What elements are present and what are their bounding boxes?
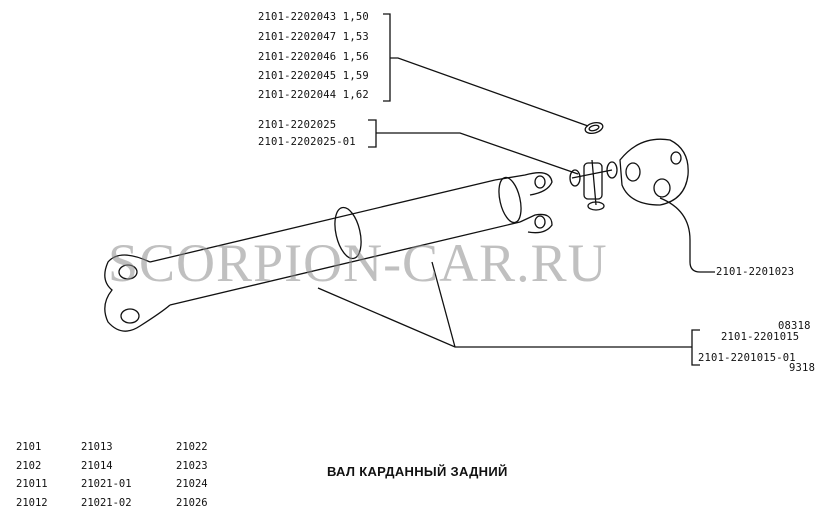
model-cell: 21011 <box>16 478 48 490</box>
cross-callout: 2101-2202025-01 <box>258 136 356 148</box>
snap-ring-part <box>584 121 604 135</box>
model-cell: 21026 <box>176 497 208 509</box>
shaft-callout-b: 2101-2201015-01 <box>698 352 796 364</box>
ring-callout: 2101-2202047 1,53 <box>258 31 369 43</box>
model-cell: 21012 <box>16 497 48 509</box>
diagram-title: ВАЛ КАРДАННЫЙ ЗАДНИЙ <box>327 464 508 479</box>
ring-callout: 2101-2202045 1,59 <box>258 70 369 82</box>
shaft-callout-a: 2101-2201015 <box>721 331 800 343</box>
model-cell: 21021-02 <box>81 497 132 509</box>
watermark: SCORPION-CAR.RU <box>108 233 608 293</box>
ring-callout: 2101-2202046 1,56 <box>258 51 369 63</box>
cross-callout: 2101-2202025 <box>258 119 337 131</box>
model-cell: 21021-01 <box>81 478 132 490</box>
bracket-cross <box>368 119 579 175</box>
model-cell: 21022 <box>176 441 208 453</box>
model-cell: 21014 <box>81 460 113 472</box>
shaft-code-b: 9318 <box>789 362 816 374</box>
model-cell: 2102 <box>16 460 42 472</box>
ring-callout: 2101-2202044 1,62 <box>258 89 369 101</box>
bracket-shaft <box>317 261 700 366</box>
model-cell: 21024 <box>176 478 208 490</box>
ring-callout: 2101-2202043 1,50 <box>258 11 369 23</box>
leader-flange <box>659 197 715 273</box>
flange-callout: 2101-2201023 <box>716 266 795 278</box>
model-cell: 21023 <box>176 460 208 472</box>
propeller-shaft-part <box>104 172 553 332</box>
model-cell: 2101 <box>16 441 42 453</box>
bracket-rings <box>383 13 589 127</box>
shaft-code-a: 08318 <box>778 320 811 332</box>
universal-joint-cross-part <box>569 159 618 211</box>
model-cell: 21013 <box>81 441 113 453</box>
flange-part <box>619 138 689 206</box>
